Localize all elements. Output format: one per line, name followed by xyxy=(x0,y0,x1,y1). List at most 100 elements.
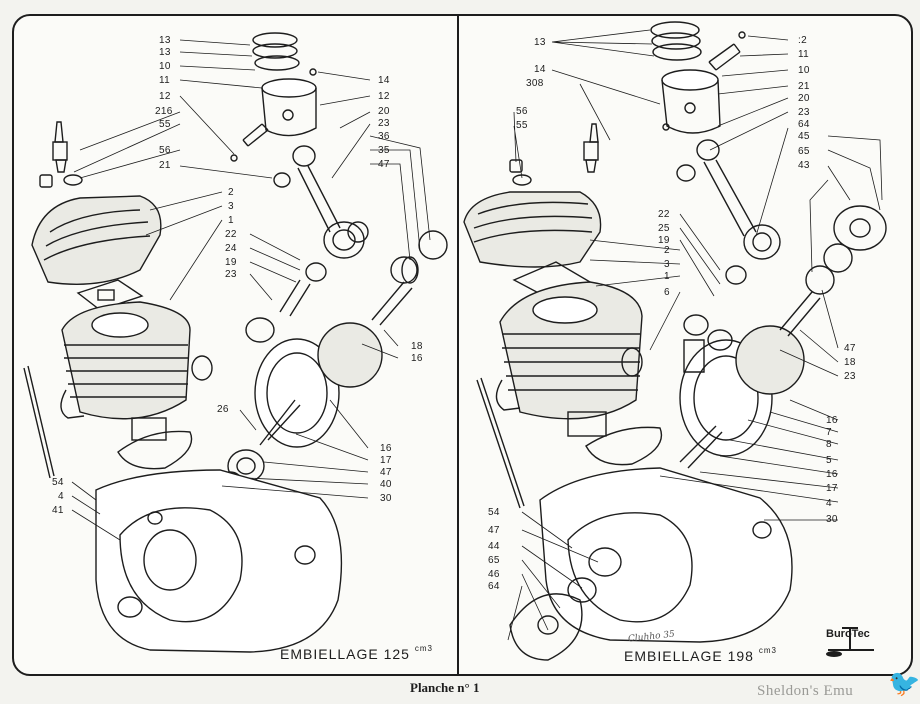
callout-47: 47 xyxy=(380,467,392,478)
callout-36: 36 xyxy=(378,131,390,142)
callout-20: 20 xyxy=(798,93,810,104)
callout-7: 7 xyxy=(826,427,832,438)
callout-65: 65 xyxy=(488,555,500,566)
callout-14: 14 xyxy=(534,64,546,75)
callout-30: 30 xyxy=(380,493,392,504)
callout-54: 54 xyxy=(488,507,500,518)
callout-16: 16 xyxy=(380,443,392,454)
callout-10: 10 xyxy=(159,61,171,72)
callout-19: 19 xyxy=(225,257,237,268)
piston-ring xyxy=(650,21,700,39)
callout-55: 55 xyxy=(516,120,528,131)
connecting-rod xyxy=(696,139,781,260)
callout-25: 25 xyxy=(658,223,670,234)
base-gasket xyxy=(117,430,193,470)
gudgeon-pin xyxy=(242,123,269,147)
plug-washer xyxy=(63,174,83,186)
callout-3: 3 xyxy=(228,201,234,212)
callout-20: 20 xyxy=(378,106,390,117)
callout-65: 65 xyxy=(798,146,810,157)
callout-19: 19 xyxy=(658,235,670,246)
emu-icon: 🐦 xyxy=(888,668,920,698)
crankshaft xyxy=(679,291,821,469)
caption-125: EMBIELLAGE 125 cm3 xyxy=(280,644,433,662)
circlip xyxy=(662,123,670,131)
callout-8: 8 xyxy=(826,439,832,450)
callout-2: 2 xyxy=(228,187,234,198)
callout-1: 1 xyxy=(664,271,670,282)
piston-ring xyxy=(252,43,298,59)
spark-plug xyxy=(583,123,599,173)
spark-plug xyxy=(52,121,68,173)
circlip xyxy=(738,31,746,39)
circlip xyxy=(309,68,317,76)
callout-11: 11 xyxy=(159,75,170,86)
callout-21: 21 xyxy=(798,81,810,92)
callout-47: 47 xyxy=(844,343,856,354)
circlip xyxy=(230,154,238,162)
piston-ring xyxy=(252,32,298,48)
piston-ring xyxy=(651,32,701,50)
callout-23: 23 xyxy=(225,269,237,280)
caption-198: EMBIELLAGE 198 cm3 xyxy=(624,646,777,664)
callout-23: 23 xyxy=(844,371,856,382)
callout-13: 13 xyxy=(534,37,546,48)
callout-5: 5 xyxy=(826,455,832,466)
callout-56: 56 xyxy=(159,145,171,156)
crankshaft xyxy=(254,256,419,448)
callout-22: 22 xyxy=(225,229,237,240)
panel-divider xyxy=(457,14,459,674)
callout-3: 3 xyxy=(664,259,670,270)
callout-23: 23 xyxy=(378,118,390,129)
callout-17: 17 xyxy=(826,483,838,494)
base-gasket xyxy=(585,426,663,466)
callout-54: 54 xyxy=(52,477,64,488)
callout-24: 24 xyxy=(225,243,237,254)
callout-26: 26 xyxy=(217,404,229,415)
callout-4: 4 xyxy=(826,498,832,509)
crankcase-left xyxy=(95,469,343,653)
cylinder-head xyxy=(31,195,162,285)
callout-16: 16 xyxy=(826,415,838,426)
caption-125-unit: cm3 xyxy=(414,644,433,653)
cylinder-barrel xyxy=(60,301,213,441)
callout-216: 216 xyxy=(155,106,173,117)
callout-41: 41 xyxy=(52,505,64,516)
callout-2: 2 xyxy=(664,245,670,256)
bushing xyxy=(273,172,291,188)
callout-43: 43 xyxy=(798,160,810,171)
callout-308: 308 xyxy=(526,78,544,89)
caption-125-text: EMBIELLAGE 125 xyxy=(280,646,410,662)
cylinder-stud xyxy=(23,365,55,479)
piston-ring xyxy=(254,55,300,71)
connecting-rod xyxy=(292,145,369,259)
piston xyxy=(661,69,721,134)
callout-12: :2 xyxy=(798,35,807,46)
callout-18: 18 xyxy=(411,341,423,352)
callout-16: 16 xyxy=(411,353,423,364)
callout-21: 21 xyxy=(159,160,171,171)
crankcase-right xyxy=(509,467,793,661)
callout-35: 35 xyxy=(378,145,390,156)
bearings xyxy=(683,205,887,373)
callout-22: 22 xyxy=(658,209,670,220)
callout-47: 47 xyxy=(488,525,500,536)
callout-12: 12 xyxy=(378,91,390,102)
callout-46: 46 xyxy=(488,569,500,580)
callout-64: 64 xyxy=(488,581,500,592)
callout-45: 45 xyxy=(798,131,810,142)
callout-11: 11 xyxy=(798,49,809,60)
cylinder-barrel xyxy=(495,281,643,437)
cylinder-stud xyxy=(476,377,525,509)
watermark: Sheldon's Emu xyxy=(757,683,854,699)
callout-6: 6 xyxy=(664,287,670,298)
callout-12: 12 xyxy=(159,91,171,102)
plug-washer xyxy=(512,174,532,186)
callout-47: 47 xyxy=(378,159,390,170)
plate-label: Planche n° 1 xyxy=(410,680,480,695)
callout-14: 14 xyxy=(378,75,390,86)
callout-56: 56 xyxy=(516,106,528,117)
callout-64: 64 xyxy=(798,119,810,130)
callout-13: 13 xyxy=(159,35,171,46)
callout-4: 4 xyxy=(58,491,64,502)
